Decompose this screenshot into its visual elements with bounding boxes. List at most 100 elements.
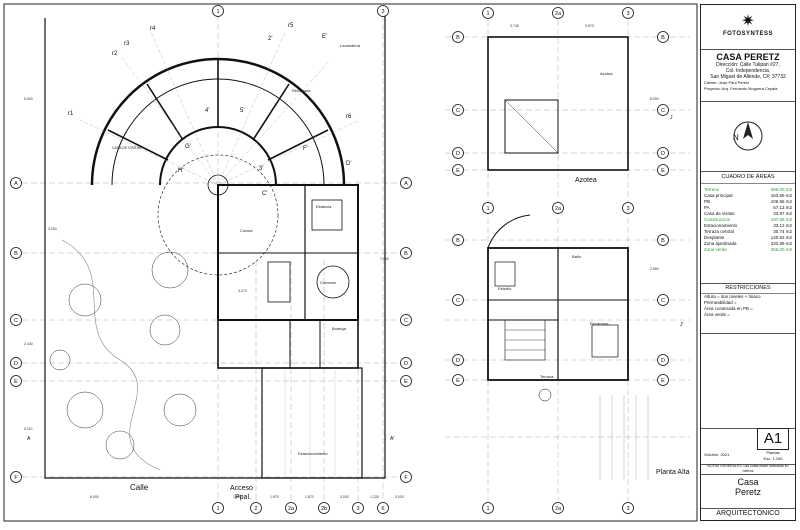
svg-text:E: E (661, 168, 665, 174)
svg-text:E: E (456, 378, 460, 384)
notes-section: NOTAS GENERALES: Las cotas están indicad… (701, 464, 795, 475)
svg-text:E: E (456, 168, 460, 174)
dimension-bottom-1: 1.500 (233, 495, 242, 499)
upper-floor-plan (445, 20, 690, 500)
svg-text:A: A (14, 181, 18, 187)
title-block: ✷ FOTOSYNTESS CASA PERETZ Dirección: Cal… (700, 4, 796, 521)
sheet-number: A1 (757, 428, 789, 450)
dining-table (316, 265, 350, 299)
guest-house-label: CASA DE VISITAS (112, 146, 142, 150)
garden-path (61, 239, 161, 471)
axis-bubble-upper-right-6: D (657, 354, 669, 366)
svg-text:F: F (404, 475, 408, 481)
parking-label: Estacionamiento (298, 451, 328, 456)
upper-plan-title: Planta Alta (656, 469, 690, 476)
axis-bubble-upper-top-2a: 2a (552, 7, 564, 19)
dimension-mid-6: 7.090 (380, 257, 389, 261)
radial-axis-label-10: C' (262, 191, 267, 197)
svg-text:2a: 2a (555, 206, 562, 212)
address-line-3: San Miguel de Allende, CP. 37732 (710, 74, 786, 80)
restrictions-title: RESTRICCIONES (701, 283, 795, 294)
upper-terrace-label: Terraza (540, 374, 554, 379)
axis-bubble-upper-mid-1: 1 (482, 202, 494, 214)
section-marks: A A' J J' (27, 115, 684, 442)
axis-bubble-upper-right-5: C (657, 294, 669, 306)
svg-text:D: D (14, 361, 18, 367)
area-row-4: Casa de visitas 33.97 m2 (701, 211, 795, 217)
axis-bubble-bottom-1: 1 (212, 502, 224, 514)
axis-bubble-upper-right-3: E (657, 164, 669, 176)
svg-text:2: 2 (254, 506, 257, 512)
axis-bubble-upper-left-1: C (452, 104, 464, 116)
svg-text:3: 3 (356, 506, 359, 512)
bedroom-label: Recámara (292, 88, 311, 93)
svg-text:B: B (661, 238, 665, 244)
axis-bubble-right-D: D (400, 357, 412, 369)
axis-bubble-upper-top-3: 3 (622, 7, 634, 19)
axis-bubble-upper-bottom-3: 3 (622, 502, 634, 514)
axis-bubble-upper-bottom-2a: 2a (552, 502, 564, 514)
stair-void (504, 99, 559, 154)
svg-text:3: 3 (381, 9, 384, 15)
radial-axis-label-11: D' (346, 161, 351, 167)
north-arrow-section: N (701, 101, 795, 172)
upper-bedroom-label: Recámara (590, 321, 609, 326)
svg-text:D: D (404, 361, 408, 367)
svg-text:1: 1 (486, 11, 489, 17)
svg-text:1: 1 (486, 206, 489, 212)
dimension-upper-1: 3.970 (585, 24, 594, 28)
street-label: Calle (130, 483, 149, 492)
radial-axis-label-14: G' (185, 144, 191, 150)
north-arrow-icon: N (733, 121, 763, 151)
dimension-bottom-2: 1.870 (270, 495, 279, 499)
axis-bubble-upper-right-0: B (657, 31, 669, 43)
address-line-1: Dirección: Calle Tulipan #27, (716, 62, 780, 68)
section-mark-j-prime: J' (680, 322, 684, 328)
tv-room-label: Estudio (498, 286, 512, 291)
radial-axis-lines (79, 29, 361, 186)
area-value: 57.13 m2 (773, 205, 792, 210)
axis-bubble-left-A: A (10, 177, 22, 189)
area-value: 256.00 m2 (770, 247, 792, 252)
radial-axis-label-4: r5 (288, 23, 294, 29)
dimension-bottom-5: 1.225 (370, 495, 379, 499)
footer-discipline: ARQUITECTÓNICO (716, 510, 780, 517)
dimension-bottom-3: 1.870 (305, 495, 314, 499)
brand-section: ✷ FOTOSYNTESS (701, 5, 795, 50)
roof-plan-title: Azotea (575, 177, 597, 184)
axis-bubble-right-B: B (400, 247, 412, 259)
radial-axis-label-3: r4 (150, 26, 156, 32)
svg-text:2a: 2a (555, 11, 562, 17)
area-value: 163.69 m2 (770, 193, 792, 198)
radial-axis-label-15: H' (178, 168, 183, 174)
footer-name-2: Peretz (734, 487, 761, 497)
dimension-bottom-4: 3.000 (340, 495, 349, 499)
svg-text:D: D (456, 358, 460, 364)
footer-name-section: Casa Peretz (701, 474, 795, 509)
restriction-0: Altura = dos niveles + tinaco (704, 294, 761, 299)
client-name: Cliente: Jean Paul Peretz (704, 80, 750, 85)
axis-bubble-right-E: E (400, 375, 412, 387)
axis-bubble-left-B: B (10, 247, 22, 259)
axis-bubble-bottom-2b: 2b (318, 502, 330, 514)
area-label: Zona ajardinada (704, 241, 737, 246)
restriction-2: Área construida en PB = (704, 306, 753, 311)
sheet-id-section: Octubre, 2021 A1 Plantas Esc. 1:150 (701, 428, 795, 465)
sheet-scale: Esc. 1:150 (763, 456, 783, 461)
area-label: Casa de visitas (704, 211, 735, 216)
project-name: CASA PERETZ (716, 52, 780, 62)
general-notes: NOTAS GENERALES: Las cotas están indicad… (707, 464, 789, 473)
storage-label: Bodega (332, 326, 347, 331)
area-value: 33.97 m2 (773, 211, 792, 216)
axis-bubble-upper-left-2: D (452, 147, 464, 159)
svg-text:3: 3 (626, 206, 629, 212)
area-label: Terraza central (704, 229, 734, 234)
